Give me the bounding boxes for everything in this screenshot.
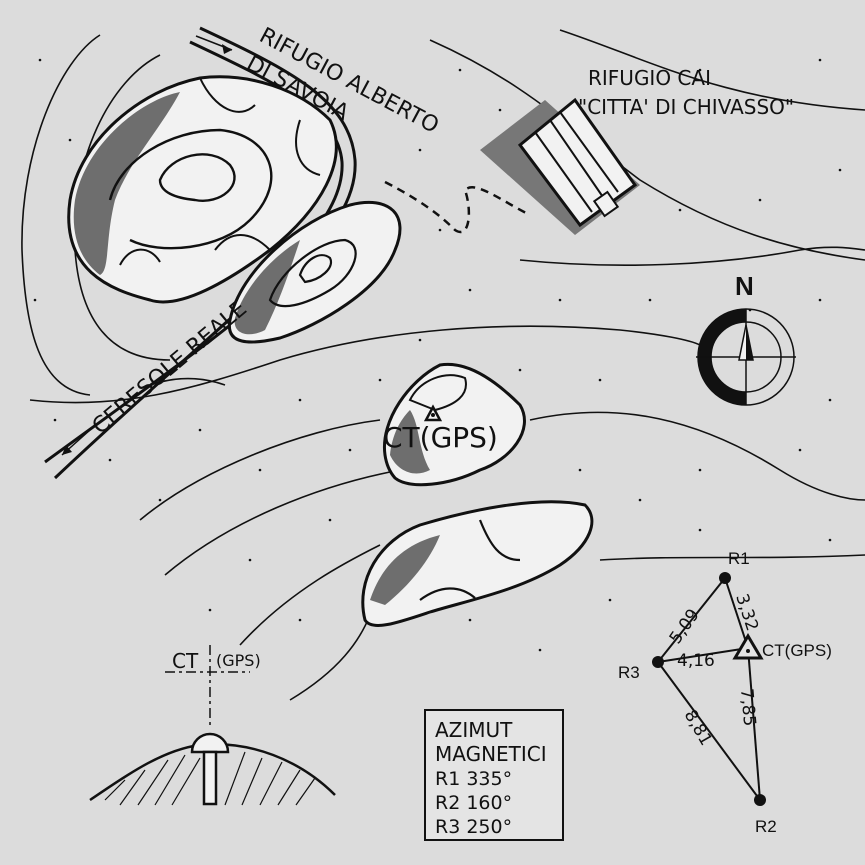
- label-r2: R2: [755, 817, 777, 836]
- point-ct-icon: [732, 633, 764, 660]
- azimut-r3: R3 250°: [435, 816, 512, 838]
- trail: [384, 180, 531, 234]
- triangulation-diagram: R1 R3 R2 CT(GPS) 5,09 3,32 4,16 7,85 8,8…: [618, 549, 832, 836]
- detail-ct-label: CT: [172, 649, 199, 673]
- point-r2: [754, 794, 766, 806]
- label-rifugio-cai-1: RIFUGIO CAI: [588, 66, 711, 90]
- azimut-legend: AZIMUT MAGNETICI R1 335° R2 160° R3 250°: [424, 709, 564, 841]
- rock-ct-hill: [382, 362, 526, 487]
- label-ct-gps-main: CT(GPS): [383, 421, 498, 454]
- rock-massif-northwest: [67, 75, 338, 304]
- rock-outcrop-south: [361, 500, 594, 627]
- label-ceresole-reale: CERESOLE REALE: [88, 296, 252, 439]
- distance-r3-ct: 4,16: [677, 651, 715, 671]
- label-r3: R3: [618, 663, 640, 682]
- label-ct: CT(GPS): [762, 641, 832, 660]
- terrain-stipple: [33, 58, 842, 652]
- distance-r3-r2: 8,81: [680, 707, 716, 750]
- detail-gps-label: (GPS): [216, 651, 261, 670]
- label-r1: R1: [728, 549, 750, 568]
- point-r3: [652, 656, 664, 668]
- triangulation-point-icon: [423, 404, 443, 422]
- azimut-title-2: MAGNETICI: [435, 742, 547, 766]
- azimut-title-1: AZIMUT: [435, 718, 513, 742]
- azimut-r2: R2 160°: [435, 792, 512, 814]
- north-arrow: N: [696, 271, 796, 406]
- north-label: N: [735, 271, 754, 301]
- point-r1: [719, 572, 731, 584]
- distance-ct-r2: 7,85: [736, 688, 759, 727]
- label-rifugio-cai-2: "CITTA' DI CHIVASSO": [578, 95, 794, 119]
- rock-ridge-center: [227, 200, 402, 344]
- azimut-r1: R1 335°: [435, 768, 512, 790]
- ct-detail-inset: CT (GPS): [89, 645, 336, 806]
- rifugio-cai-building: [480, 97, 640, 235]
